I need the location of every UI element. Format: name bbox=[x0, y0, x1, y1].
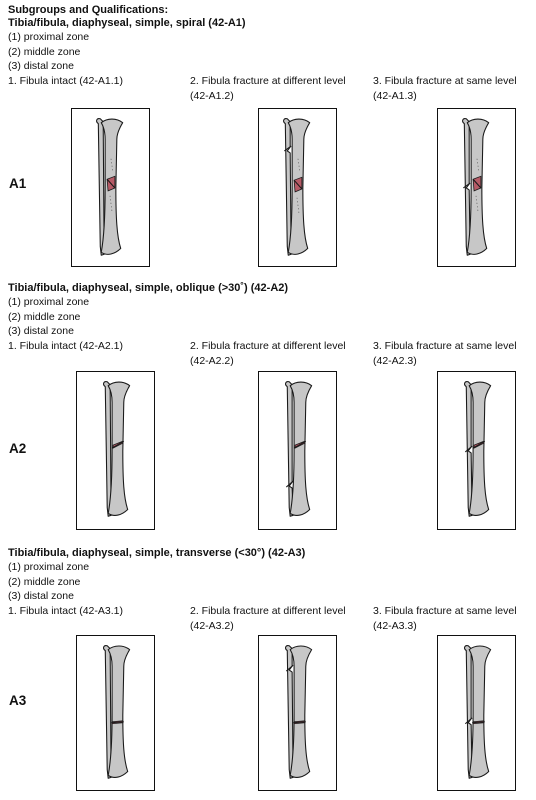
a1-subtype-1-label: 1. Fibula intact (42-A1.1) bbox=[8, 75, 123, 87]
a1-zone-middle: (2) middle zone bbox=[8, 46, 81, 58]
bone-illustration-a2-3 bbox=[464, 381, 492, 517]
a2-subtype-3-label: 3. Fibula fracture at same level bbox=[373, 340, 517, 352]
a2-subtype-1-label: 1. Fibula intact (42-A2.1) bbox=[8, 340, 123, 352]
fibula-fracture-line bbox=[464, 717, 473, 725]
a3-zone-distal: (3) distal zone bbox=[8, 590, 74, 602]
a1-subtype-3-code: (42-A1.3) bbox=[373, 90, 417, 102]
a2-zone-middle: (2) middle zone bbox=[8, 311, 81, 323]
a2-subtype-2-code: (42-A2.2) bbox=[190, 355, 234, 367]
group-a1-heading: Tibia/fibula, diaphyseal, simple, spiral… bbox=[8, 17, 246, 29]
fracture-line bbox=[472, 440, 486, 449]
tibia bbox=[289, 645, 313, 778]
panel-a3-1 bbox=[76, 635, 155, 791]
panel-a2-2 bbox=[258, 371, 337, 530]
panel-a1-3 bbox=[437, 108, 516, 267]
tibia bbox=[289, 381, 313, 516]
fibula-fracture-line bbox=[284, 145, 292, 152]
panel-a3-2 bbox=[258, 635, 337, 791]
a3-subtype-1-label: 1. Fibula intact (42-A3.1) bbox=[8, 605, 123, 617]
a1-subtype-2-label: 2. Fibula fracture at different level bbox=[190, 75, 346, 87]
a2-zone-distal: (3) distal zone bbox=[8, 325, 74, 337]
group-a1-label: A1 bbox=[9, 176, 27, 191]
panel-a3-3 bbox=[437, 635, 516, 791]
group-a3-heading: Tibia/fibula, diaphyseal, simple, transv… bbox=[8, 547, 306, 559]
bone-illustration-a2-2 bbox=[285, 381, 313, 517]
tibia bbox=[468, 645, 492, 778]
a2-zone-proximal: (1) proximal zone bbox=[8, 296, 90, 308]
fracture-line bbox=[472, 178, 482, 189]
tibia bbox=[107, 381, 131, 516]
fibula bbox=[103, 645, 112, 779]
page-title: Subgroups and Qualifications: bbox=[8, 4, 169, 16]
fibula-fracture-line bbox=[285, 480, 294, 488]
group-a3-label: A3 bbox=[9, 693, 27, 708]
fibula-fracture-line bbox=[463, 182, 471, 189]
bone-illustration-a3-2 bbox=[285, 645, 313, 779]
a1-subtype-2-code: (42-A1.2) bbox=[190, 90, 234, 102]
fracture-line bbox=[293, 179, 303, 190]
a3-zone-middle: (2) middle zone bbox=[8, 576, 81, 588]
fibula bbox=[96, 118, 105, 256]
bone-illustration-a3-3 bbox=[464, 645, 492, 779]
a3-subtype-2-code: (42-A3.2) bbox=[190, 620, 234, 632]
a1-subtype-3-label: 3. Fibula fracture at same level bbox=[373, 75, 517, 87]
bone-illustration-a1-1 bbox=[96, 118, 124, 256]
group-a2-heading: Tibia/fibula, diaphyseal, simple, obliqu… bbox=[8, 282, 289, 294]
a2-subtype-2-label: 2. Fibula fracture at different level bbox=[190, 340, 346, 352]
a3-subtype-2-label: 2. Fibula fracture at different level bbox=[190, 605, 346, 617]
fracture-line bbox=[111, 721, 124, 724]
fracture-line bbox=[293, 440, 307, 449]
fibula bbox=[103, 381, 112, 517]
tibia bbox=[468, 381, 492, 516]
panel-a2-3 bbox=[437, 371, 516, 530]
a3-zone-proximal: (1) proximal zone bbox=[8, 561, 90, 573]
fibula-fracture-line bbox=[285, 664, 294, 672]
bone-illustration-a2-1 bbox=[103, 381, 131, 517]
fracture-line bbox=[293, 721, 306, 724]
bone-illustration-a3-1 bbox=[103, 645, 131, 779]
bone-illustration-a1-2 bbox=[283, 118, 311, 256]
a3-subtype-3-code: (42-A3.3) bbox=[373, 620, 417, 632]
bone-illustration-a1-3 bbox=[462, 118, 490, 256]
fibula-fracture-line bbox=[464, 445, 473, 453]
tibia bbox=[107, 645, 131, 778]
fracture-line bbox=[106, 178, 116, 189]
a1-zone-proximal: (1) proximal zone bbox=[8, 31, 90, 43]
a1-zone-distal: (3) distal zone bbox=[8, 60, 74, 72]
panel-a1-2 bbox=[258, 108, 337, 267]
group-a2-label: A2 bbox=[9, 441, 27, 456]
panel-a1-1 bbox=[71, 108, 150, 267]
fracture-line bbox=[111, 440, 125, 449]
fracture-line bbox=[472, 721, 485, 724]
a3-subtype-3-label: 3. Fibula fracture at same level bbox=[373, 605, 517, 617]
a2-subtype-3-code: (42-A2.3) bbox=[373, 355, 417, 367]
panel-a2-1 bbox=[76, 371, 155, 530]
